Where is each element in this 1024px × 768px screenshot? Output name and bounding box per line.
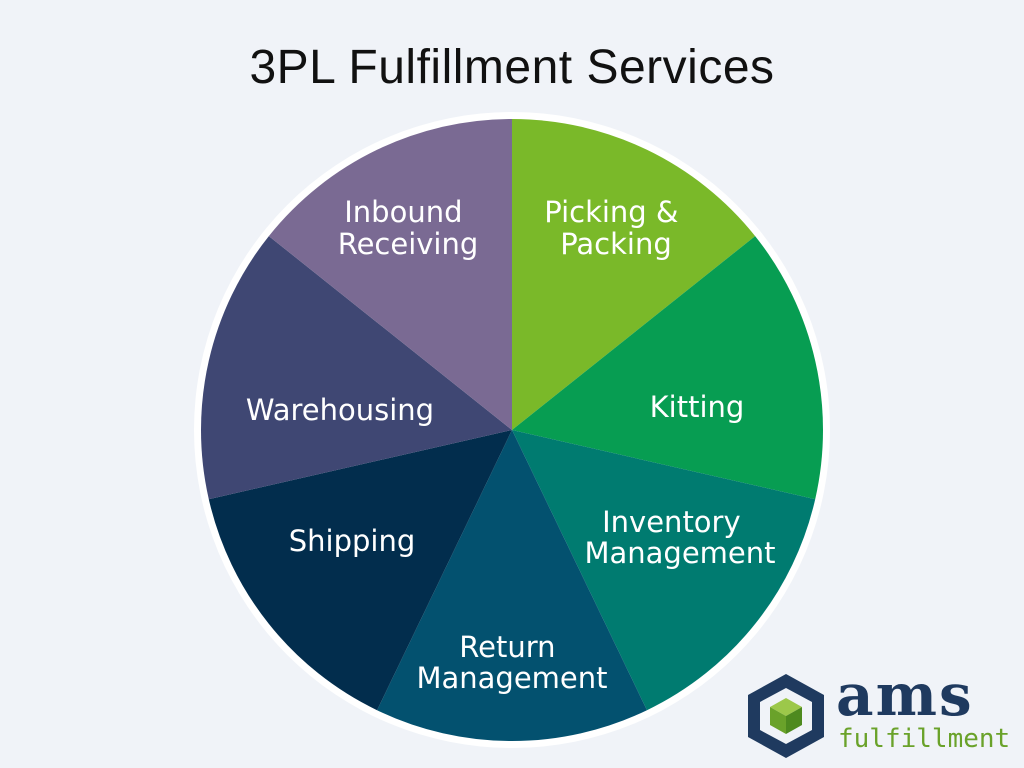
segment-return-management: [377, 430, 647, 741]
wheel-label-warehousing: Warehousing: [246, 393, 434, 427]
segment-picking-packing: [512, 119, 756, 430]
wheel-labels: Picking & Packing Kitting Inventory Mana…: [246, 195, 776, 695]
wheel-label-shipping: Shipping: [289, 524, 416, 558]
wheel-label-inventory-management: Inventory Management: [584, 505, 775, 570]
segment-shipping: [208, 430, 512, 711]
wheel-label-kitting: Kitting: [650, 390, 745, 424]
segment-kitting: [512, 236, 823, 500]
segment-warehousing: [201, 236, 513, 500]
wheel-label-inbound-receiving: Inbound Receiving: [338, 195, 479, 261]
logo-wordmark: ams: [836, 661, 974, 729]
page-title: 3PL Fulfillment Services: [249, 41, 775, 94]
hexagon-box-icon: [748, 674, 824, 758]
wheel-label-return-management: Return Management: [416, 630, 607, 695]
segment-inbound-receiving: [268, 119, 512, 430]
segment-inventory-management: [512, 430, 816, 711]
wheel-segments: [201, 119, 823, 741]
ams-fulfillment-logo: ams fulfillment: [744, 666, 1010, 760]
logo-subtext: fulfillment: [838, 724, 1011, 754]
wheel-label-picking-packing: Picking & Packing: [544, 195, 688, 261]
